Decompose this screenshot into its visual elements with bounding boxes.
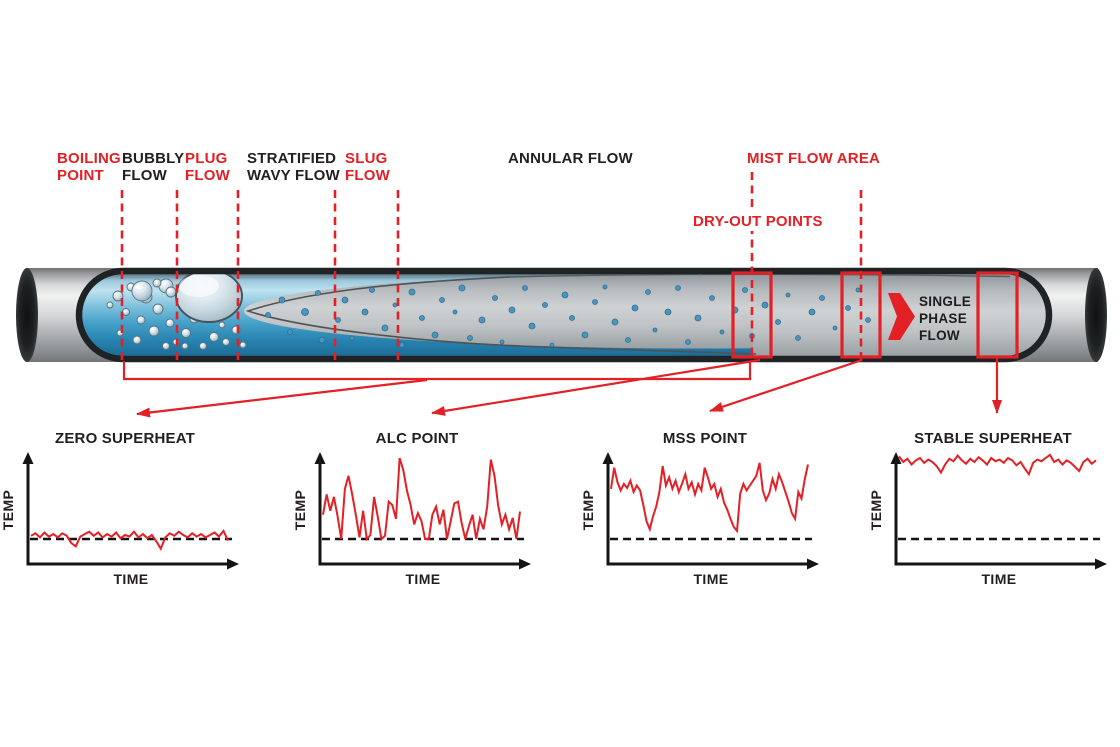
temp-trace	[30, 529, 229, 551]
y-axis-arrow	[890, 452, 902, 464]
label-dry-out-points: DRY-OUT POINTS	[690, 212, 826, 231]
two-phase-bracket	[122, 361, 752, 381]
dry-out-box-1	[731, 271, 773, 359]
label-stratified-wavy-flow: STRATIFIED WAVY FLOW	[247, 150, 340, 184]
chart-axes	[318, 459, 524, 566]
chart-stable-superheat: STABLE SUPERHEAT TEMP TIME	[868, 426, 1118, 606]
stable-superheat-box	[976, 271, 1019, 359]
x-axis-arrow	[519, 558, 531, 570]
x-axis-label: TIME	[693, 571, 728, 587]
y-axis-arrow	[602, 452, 614, 464]
chart-plot: TEMP TIME	[292, 452, 531, 587]
y-axis-arrow	[22, 452, 34, 464]
connector-arrows	[122, 358, 1002, 418]
chart-axes	[26, 459, 232, 566]
y-axis-label: TEMP	[868, 490, 884, 531]
single-phase-arrow-icon	[888, 293, 915, 340]
x-axis-label: TIME	[981, 571, 1016, 587]
arrow-to-mss-point	[709, 358, 863, 413]
liquid-vapor-interface	[245, 276, 757, 355]
y-axis-label: TEMP	[580, 490, 596, 531]
y-axis-label: TEMP	[0, 490, 16, 531]
arrow-to-zero-superheat	[136, 378, 428, 418]
chart-title: MSS POINT	[662, 430, 748, 447]
label-annular-flow: ANNULAR FLOW	[508, 150, 633, 167]
chart-title: ALC POINT	[375, 430, 459, 447]
temp-trace	[322, 457, 521, 542]
pipe-right-opening	[1085, 268, 1107, 362]
chart-plot: TEMP TIME	[0, 452, 239, 587]
chart-axes	[894, 459, 1100, 566]
plug-bubble	[175, 274, 243, 323]
pipe-cutaway-rim	[75, 267, 1053, 363]
chart-zero-superheat: ZERO SUPERHEAT TEMP TIME	[0, 426, 250, 606]
label-plug-flow: PLUG FLOW	[185, 150, 230, 184]
x-axis-arrow	[807, 558, 819, 570]
label-boiling-point: BOILING POINT	[57, 150, 121, 184]
chart-mss-point: MSS POINT TEMP TIME	[580, 426, 830, 606]
x-axis-arrow	[1095, 558, 1107, 570]
pipe-left-opening	[16, 268, 38, 362]
dry-out-box-2	[840, 271, 882, 359]
label-single-phase-flow: SINGLE PHASE FLOW	[919, 294, 972, 343]
measurement-boxes	[731, 271, 1019, 359]
chart-plot: TEMP TIME	[868, 452, 1107, 587]
x-axis-label: TIME	[113, 571, 148, 587]
chart-axes	[606, 459, 812, 566]
chart-title: ZERO SUPERHEAT	[54, 430, 196, 447]
y-axis-arrow	[314, 452, 326, 464]
x-axis-arrow	[227, 558, 239, 570]
label-slug-flow: SLUG FLOW	[345, 150, 390, 184]
temp-trace	[610, 462, 809, 534]
arrow-to-alc-point	[431, 358, 761, 416]
x-axis-label: TIME	[405, 571, 440, 587]
temp-trace	[898, 453, 1097, 477]
label-mist-flow-area: MIST FLOW AREA	[747, 150, 881, 167]
y-axis-label: TEMP	[292, 490, 308, 531]
chart-plot: TEMP TIME	[580, 452, 819, 587]
regime-boundary-dashed-lines	[120, 172, 863, 360]
chart-title: STABLE SUPERHEAT	[914, 430, 1072, 447]
chart-alc-point: ALC POINT TEMP TIME	[292, 426, 542, 606]
label-bubbly-flow: BUBBLY FLOW	[122, 150, 185, 184]
